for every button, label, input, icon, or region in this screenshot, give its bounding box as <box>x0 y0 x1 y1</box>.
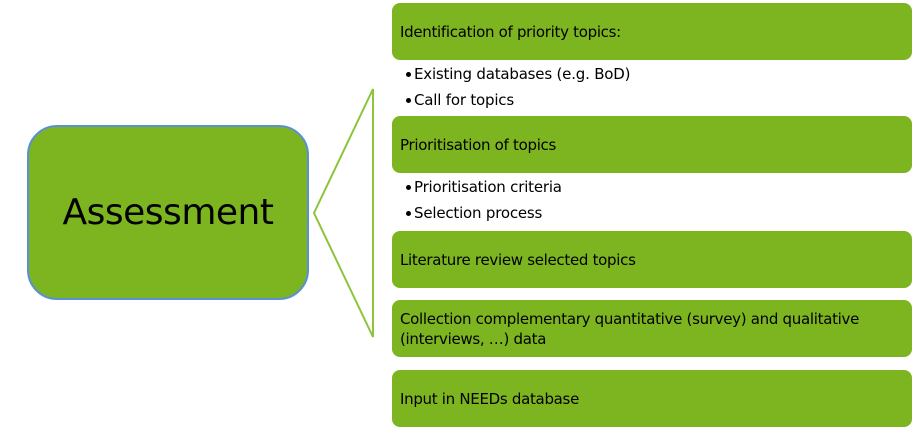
step-prioritisation-box: Prioritisation of topics <box>392 116 912 173</box>
step-literature-review-box: Literature review selected topics <box>392 231 912 288</box>
list-item: Existing databases (e.g. BoD) <box>406 61 630 87</box>
step-literature-review-label: Literature review selected topics <box>400 250 636 269</box>
prioritisation-subitems: Prioritisation criteria Selection proces… <box>406 174 562 226</box>
bullet-icon <box>406 71 411 77</box>
bullet-icon <box>406 97 411 103</box>
step-identification-box: Identification of priority topics: <box>392 3 912 60</box>
list-item: Selection process <box>406 200 562 226</box>
step-identification-label: Identification of priority topics: <box>400 22 621 41</box>
step-data-collection-box: Collection complementary quantitative (s… <box>392 300 912 357</box>
list-item-text: Existing databases (e.g. BoD) <box>414 65 631 83</box>
step-data-collection-label: Collection complementary quantitative (s… <box>400 309 860 348</box>
list-item: Prioritisation criteria <box>406 174 562 200</box>
list-item-text: Call for topics <box>414 91 514 109</box>
list-item-text: Selection process <box>414 204 543 222</box>
list-item-text: Prioritisation criteria <box>414 178 562 196</box>
step-needs-database-label: Input in NEEDs database <box>400 389 580 408</box>
bullet-icon <box>406 210 411 216</box>
assessment-box: Assessment <box>27 125 309 300</box>
bullet-icon <box>406 184 411 190</box>
list-item: Call for topics <box>406 87 630 113</box>
assessment-label: Assessment <box>62 192 274 233</box>
identification-subitems: Existing databases (e.g. BoD) Call for t… <box>406 61 630 113</box>
bracket-triangle <box>312 88 374 338</box>
step-needs-database-box: Input in NEEDs database <box>392 370 912 427</box>
step-prioritisation-label: Prioritisation of topics <box>400 135 557 154</box>
